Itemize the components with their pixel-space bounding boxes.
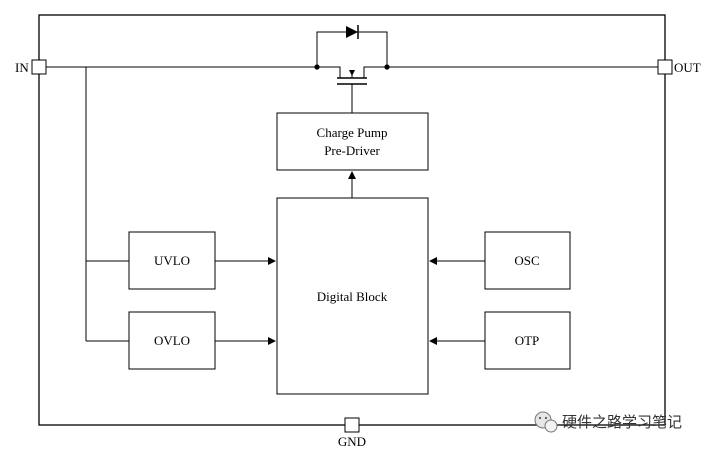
out-pin-label: OUT xyxy=(674,60,701,75)
junction-dot-left xyxy=(314,64,320,70)
uvlo-label: UVLO xyxy=(154,253,190,268)
gnd-pin xyxy=(344,417,360,433)
mosfet-arrow-icon xyxy=(349,70,355,76)
ovlo-block xyxy=(128,311,216,370)
osc-block xyxy=(484,231,571,290)
body-diode-icon xyxy=(346,25,359,39)
otp-label: OTP xyxy=(515,333,540,348)
wechat-icon xyxy=(534,411,558,433)
junction-dot-right xyxy=(384,64,390,70)
ovlo-label: OVLO xyxy=(154,333,190,348)
gnd-pin-label: GND xyxy=(338,434,366,449)
charge-pump-label-line2: Pre-Driver xyxy=(324,143,380,158)
watermark-text: 硬件之路学习笔记 xyxy=(562,413,682,431)
digital-block-label: Digital Block xyxy=(317,289,388,304)
in-pin xyxy=(31,59,47,75)
osc-label: OSC xyxy=(514,253,539,268)
uvlo-block xyxy=(128,231,216,290)
out-pin xyxy=(657,59,673,75)
mosfet-icon xyxy=(317,66,387,113)
in-pin-label: IN xyxy=(15,60,29,75)
diode-bypass-wire xyxy=(316,31,388,67)
digital-block xyxy=(276,197,429,395)
charge-pump-block xyxy=(276,112,429,171)
charge-pump-label-line1: Charge Pump xyxy=(317,125,388,140)
